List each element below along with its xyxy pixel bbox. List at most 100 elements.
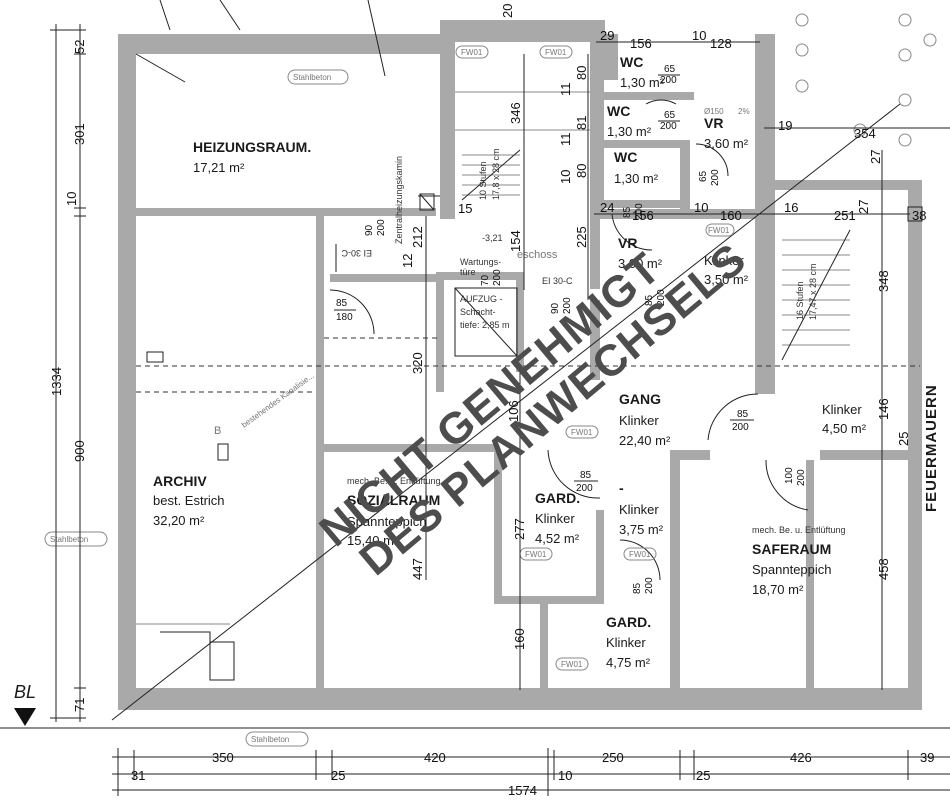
stahlbeton-tag-1: Stahlbeton [293,73,331,82]
dim-bottom-10: 10 [558,768,572,783]
door-1-width: 85 [336,298,348,309]
door-3-height: 200 [660,121,677,132]
dim-v-154: 154 [508,230,523,252]
dim-bottom-25a: 25 [331,768,345,783]
stahlbeton-tag-2: Stahlbeton [50,535,88,544]
elev-label: -3,21 [482,233,503,243]
door-swings [329,99,809,581]
material-tags: Stahlbeton Stahlbeton Stahlbeton FW01 FW… [44,45,735,747]
room-gang-name: GANG [619,391,661,407]
dim-v-25: 25 [896,432,911,446]
dim-v-106: 106 [506,400,521,422]
dim-h-354: 354 [854,126,876,141]
dim-h-24: 24 [600,200,614,215]
tiefe-label: tiefe: 2,85 m [460,320,510,330]
door-7-width: 85 [632,582,643,594]
door-8-width: 100 [784,467,795,484]
dim-top-29: 29 [600,28,614,43]
room-safe-name: SAFERAUM [752,541,831,557]
door-5-height: 200 [732,422,749,433]
dim-chain-left: 52 301 10 1334 900 71 [49,24,87,722]
dim-v-277: 277 [512,518,527,540]
dim-chain-bottom: 350 420 250 426 39 31 25 10 25 1574 [112,748,950,798]
dim-h-160: 160 [720,208,742,223]
room-kl-top-area: 3,50 m² [704,272,749,287]
dim-bottom-1574: 1574 [508,783,537,798]
door-11-height: 200 [562,297,573,314]
fw-tag-1: FW01 [461,48,483,57]
dim-h-156: 156 [632,208,654,223]
door-2-height: 200 [660,75,677,86]
dim-v-212: 212 [410,226,425,248]
room-safe-area: 18,70 m² [752,582,804,597]
door-12-width: 85 [644,294,655,306]
dim-left-10: 10 [64,192,79,206]
dim-left-301: 301 [72,123,87,145]
room-kl-right-sub: Klinker [822,402,862,417]
fw-tag-5: FW01 [629,550,651,559]
room-wc2-name: WC [607,103,630,119]
room-gard1-sub: Klinker [535,511,575,526]
room-wc3-area: 1,30 m² [614,171,659,186]
dim-left-900: 900 [72,440,87,462]
dim-bottom-420: 420 [424,750,446,765]
room-sozial-area: 15,40 m² [347,533,399,548]
bike-rack-icons [795,13,937,147]
dim-v-458: 458 [876,558,891,580]
dim-interior: 29 156 10 128 20 346 154 80 11 81 11 80 … [400,4,950,690]
dim-v-80b: 80 [574,164,589,178]
room-heizung-name: HEIZUNGSRAUM. [193,139,311,155]
dim-bottom-350: 350 [212,750,234,765]
door-2-width: 65 [664,64,676,75]
room-mid-area: 3,75 m² [619,522,664,537]
door-8-height: 200 [796,469,807,486]
dim-bottom-426: 426 [790,750,812,765]
room-vr2-area: 3,00 m² [618,256,663,271]
dim-left-71: 71 [72,698,87,712]
room-labels: HEIZUNGSRAUM. 17,21 m² ARCHIV best. Estr… [153,54,867,670]
dim-bottom-250: 250 [602,750,624,765]
door-13-width: 90 [364,224,375,236]
door-4-height: 200 [710,169,721,186]
fw-tag-4: FW01 [525,550,547,559]
dim-h-38: 38 [912,208,926,223]
schacht-label: Schacht- [460,307,496,317]
geschoss-label: eschoss [517,249,558,261]
dim-top-20: 20 [500,4,515,18]
room-gard2-area: 4,75 m² [606,655,651,670]
room-kl-top-sub: Klinker [704,253,744,268]
dim-v-27b: 27 [856,200,871,214]
door-1-height: 180 [336,312,353,323]
fw-tag-7: FW01 [708,226,730,235]
door-10-height: 200 [492,269,503,286]
room-gard2-name: GARD. [606,614,651,630]
feuermauern-label: FEUERMAUERN [923,384,940,512]
fw-tag-2: FW01 [545,48,567,57]
room-wc3-name: WC [614,149,637,165]
dim-v-146: 146 [876,398,891,420]
room-safe-note: mech. Be. u. Entlüftung [752,525,846,535]
room-gang-sub: Klinker [619,413,659,428]
stahlbeton-tag-3: Stahlbeton [251,735,289,744]
dim-v-11b: 11 [558,133,573,147]
dim-h-10: 10 [694,200,708,215]
dim-v-10: 10 [558,170,573,184]
bl-label: BL [14,682,36,702]
room-vr1-name: VR [704,115,723,131]
dim-v-80a: 80 [574,66,589,80]
stufen1-label: 10 Stufen [478,161,488,200]
room-kl-right-area: 4,50 m² [822,421,867,436]
dim-h-16: 16 [784,200,798,215]
stufen2-label: 16 Stufen [795,281,805,320]
wartung-label: Wartungs- [460,257,501,267]
b-mark: B [214,425,221,437]
dim-v-447: 447 [410,558,425,580]
dim-v-160: 160 [512,628,527,650]
ei-mid-label: EI 30-C [542,276,573,286]
dim-bottom-25b: 25 [696,768,710,783]
room-mid-sub: Klinker [619,502,659,517]
door-7-height: 200 [644,577,655,594]
room-heizung-area: 17,21 m² [193,160,245,175]
plan-details [0,0,950,729]
room-archiv-sub: best. Estrich [153,493,225,508]
